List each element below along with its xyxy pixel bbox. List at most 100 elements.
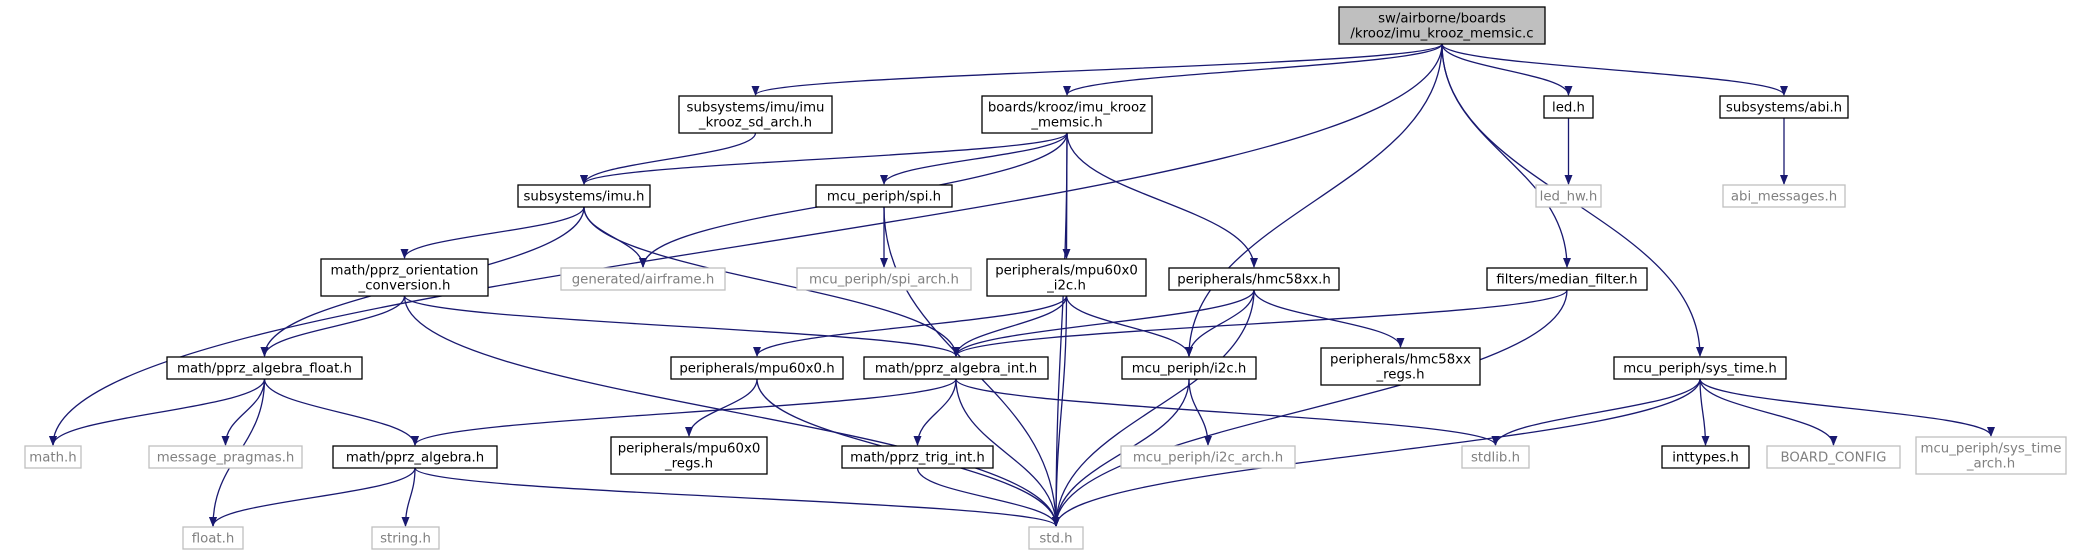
node-label: math.h xyxy=(29,451,76,466)
node-label: peripherals/mpu60x0.h xyxy=(679,362,834,377)
node-label: math/pprz_trig_int.h xyxy=(850,451,985,466)
edge-algebra_int-to-stdlib xyxy=(955,378,1500,446)
node-box xyxy=(1543,95,1594,119)
node-abi_h[interactable]: subsystems/abi.h xyxy=(1719,95,1849,119)
node-sys_time_arch: mcu_periph/sys_time_arch.h xyxy=(1915,436,2067,475)
node-boards_imu_krooz_memsic[interactable]: boards/krooz/imu_krooz_memsic.h xyxy=(981,95,1153,134)
edge-algebra_int-to-trig_int xyxy=(913,378,957,446)
edge-algebra_int-to-pprz_algebra xyxy=(411,378,957,446)
node-label: mcu_periph/spi_arch.h xyxy=(809,273,959,288)
node-mpu60x0_i2c[interactable]: peripherals/mpu60x0_i2c.h xyxy=(986,258,1147,297)
node-i2c_arch: mcu_periph/i2c_arch.h xyxy=(1120,445,1296,469)
node-label: mcu_periph/spi.h xyxy=(827,190,941,205)
node-box xyxy=(1661,445,1750,469)
edge-trig_int-to-std_h xyxy=(916,467,1060,527)
node-box xyxy=(1320,347,1481,386)
edge-boards_imu_krooz_memsic-to-hmc58xx xyxy=(1066,132,1258,268)
node-box xyxy=(796,267,972,291)
edge-mpu60x0_i2c-to-algebra_int xyxy=(952,295,1068,357)
node-i2c_h[interactable]: mcu_periph/i2c.h xyxy=(1121,356,1257,380)
edge-algebra_float-to-pprz_algebra xyxy=(263,378,419,446)
node-label: message_pragmas.h xyxy=(157,451,295,466)
node-root[interactable]: sw/airborne/boards/krooz/imu_krooz_memsi… xyxy=(1338,6,1546,45)
node-msg_pragmas: message_pragmas.h xyxy=(148,445,303,469)
node-box xyxy=(1028,526,1084,550)
node-box xyxy=(863,356,1049,380)
node-box xyxy=(1121,356,1257,380)
node-orientation[interactable]: math/pprz_orientation_conversion.h xyxy=(320,258,489,297)
node-label: _regs.h xyxy=(1375,368,1424,383)
node-label: subsystems/imu.h xyxy=(523,190,644,205)
node-label: math/pprz_algebra.h xyxy=(346,451,484,466)
node-algebra_float[interactable]: math/pprz_algebra_float.h xyxy=(166,356,363,380)
node-inttypes[interactable]: inttypes.h xyxy=(1661,445,1750,469)
edge-median_filter-to-std_h xyxy=(1052,289,1568,527)
edge-hmc58xx-to-hmc58xx_regs xyxy=(1253,289,1405,348)
node-label: peripherals/hmc58xx xyxy=(1330,353,1471,368)
edge-mpu60x0-to-mpu60x0_regs xyxy=(685,378,758,437)
edge-mpu60x0_i2c-to-mpu60x0 xyxy=(753,295,1068,357)
edge-imu_h-to-airframe xyxy=(583,206,647,268)
node-label: math/pprz_algebra_int.h xyxy=(875,362,1037,377)
node-box xyxy=(610,436,768,475)
edge-root-to-abi_h xyxy=(1441,43,1788,96)
node-box xyxy=(24,445,82,469)
node-label: generated/airframe.h xyxy=(572,273,715,288)
edge-algebra_float-to-math_h xyxy=(49,378,266,446)
node-label: peripherals/mpu60x0 xyxy=(995,264,1138,279)
edge-root-to-imu_krooz_sd_arch xyxy=(751,43,1443,96)
edge-pprz_algebra-to-float_h xyxy=(209,467,416,527)
node-stdlib: stdlib.h xyxy=(1461,445,1530,469)
node-label: _krooz_sd_arch.h xyxy=(698,116,812,131)
node-trig_int[interactable]: math/pprz_trig_int.h xyxy=(841,445,994,469)
edge-hmc58xx-to-algebra_int xyxy=(952,289,1255,357)
edge-sys_time-to-stdlib xyxy=(1491,378,1701,446)
node-label: abi_messages.h xyxy=(1731,190,1837,205)
node-box xyxy=(1338,6,1546,45)
node-mpu60x0_regs[interactable]: peripherals/mpu60x0_regs.h xyxy=(610,436,768,475)
node-box xyxy=(320,258,489,297)
node-label: _i2c.h xyxy=(1046,279,1086,294)
edge-algebra_float-to-msg_pragmas xyxy=(221,378,266,446)
node-box xyxy=(148,445,303,469)
node-mpu60x0[interactable]: peripherals/mpu60x0.h xyxy=(670,356,844,380)
node-float_h: float.h xyxy=(182,526,244,550)
node-box xyxy=(981,95,1153,134)
edge-orientation-to-algebra_int xyxy=(403,295,960,357)
node-label: BOARD_CONFIG xyxy=(1781,451,1887,466)
node-label: std.h xyxy=(1039,532,1072,547)
node-label: peripherals/mpu60x0 xyxy=(618,442,761,457)
node-label: peripherals/hmc58xx.h xyxy=(1177,273,1331,288)
node-std_h: std.h xyxy=(1028,526,1084,550)
node-label: math/pprz_orientation xyxy=(331,264,479,279)
node-airframe: generated/airframe.h xyxy=(560,267,726,291)
node-imu_h[interactable]: subsystems/imu.h xyxy=(517,184,651,208)
node-label: mcu_periph/sys_time xyxy=(1921,442,2062,457)
edge-pprz_algebra-to-string_h xyxy=(401,467,416,527)
edge-hmc58xx-to-i2c_h xyxy=(1185,289,1255,357)
node-board_config: BOARD_CONFIG xyxy=(1766,445,1901,469)
node-math_h: math.h xyxy=(24,445,82,469)
node-box xyxy=(1722,184,1846,208)
node-label: _conversion.h xyxy=(358,279,451,294)
node-imu_krooz_sd_arch[interactable]: subsystems/imu/imu_krooz_sd_arch.h xyxy=(678,95,833,134)
node-pprz_algebra[interactable]: math/pprz_algebra.h xyxy=(332,445,498,469)
node-sys_time[interactable]: mcu_periph/sys_time.h xyxy=(1613,356,1787,380)
node-spi_h[interactable]: mcu_periph/spi.h xyxy=(815,184,953,208)
node-hmc58xx[interactable]: peripherals/hmc58xx.h xyxy=(1168,267,1340,291)
edge-root-to-boards_imu_krooz_memsic xyxy=(1063,43,1443,96)
node-box xyxy=(1486,267,1648,291)
node-box xyxy=(1120,445,1296,469)
edge-boards_imu_krooz_memsic-to-spi_h xyxy=(880,132,1068,185)
node-algebra_int[interactable]: math/pprz_algebra_int.h xyxy=(863,356,1049,380)
edge-sys_time-to-sys_time_arch xyxy=(1699,378,1995,437)
edge-sys_time-to-board_config xyxy=(1699,378,1838,446)
node-median_filter[interactable]: filters/median_filter.h xyxy=(1486,267,1648,291)
node-label: mcu_periph/i2c.h xyxy=(1132,362,1247,377)
node-led_h[interactable]: led.h xyxy=(1543,95,1594,119)
node-hmc58xx_regs[interactable]: peripherals/hmc58xx_regs.h xyxy=(1320,347,1481,386)
node-box xyxy=(371,526,440,550)
node-box xyxy=(182,526,244,550)
edge-orientation-to-algebra_float xyxy=(260,295,406,357)
node-label: _regs.h xyxy=(664,457,713,472)
